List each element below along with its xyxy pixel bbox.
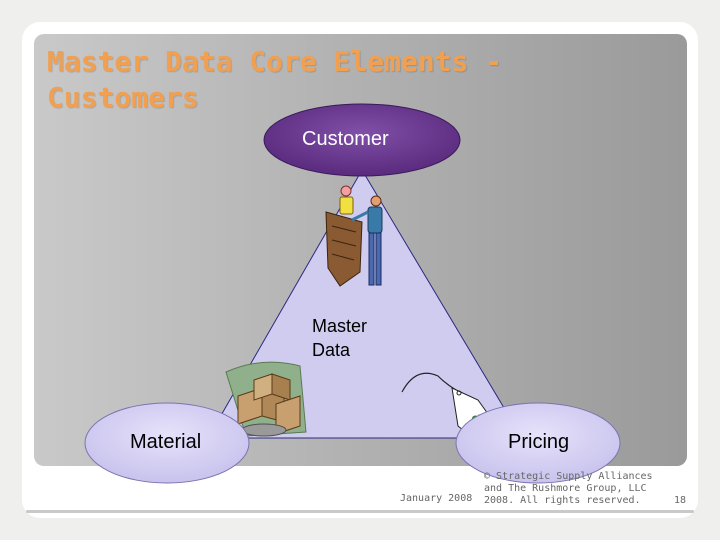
slide-number: 18 xyxy=(674,495,686,507)
footer-date: January 2008 xyxy=(400,493,472,505)
master-data-label-line-2: Data xyxy=(312,338,367,362)
footer-copyright-line-3: 2008. All rights reserved. xyxy=(484,495,653,507)
material-label: Material xyxy=(130,431,201,454)
footer-copyright-line-2: and The Rushmore Group, LLC xyxy=(484,483,653,495)
footer-copyright-line-1: © Strategic Supply Alliances xyxy=(484,471,653,483)
master-data-label-line-1: Master xyxy=(312,314,367,338)
master-data-label: Master Data xyxy=(312,314,367,362)
customer-label: Customer xyxy=(302,128,389,151)
pricing-label: Pricing xyxy=(508,431,569,454)
footer-copyright: © Strategic Supply Alliances and The Rus… xyxy=(484,471,653,507)
